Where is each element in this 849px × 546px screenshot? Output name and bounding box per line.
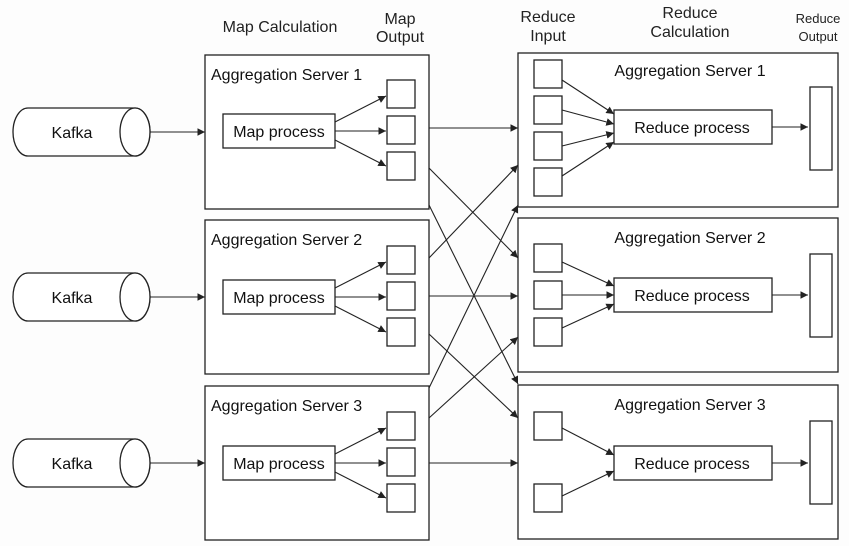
- header-map-output-line2: Output: [376, 29, 425, 46]
- kafka-label: Kafka: [52, 290, 93, 307]
- reduce-process-label: Reduce process: [634, 288, 750, 305]
- map-output-box: [386, 245, 416, 275]
- kafka-source-1: Kafka: [12, 107, 151, 157]
- kafka-label: Kafka: [52, 456, 93, 473]
- reduce-process-box: [613, 445, 773, 481]
- shuffle-connections: [428, 124, 519, 467]
- map-server-title: Aggregation Server 1: [211, 67, 362, 84]
- kafka-source-2: Kafka: [12, 272, 151, 322]
- map-output-box: [386, 79, 416, 109]
- header-map-output-line1: Map: [384, 11, 415, 28]
- map-server-title: Aggregation Server 3: [211, 398, 362, 415]
- reduce-process-label: Reduce process: [634, 120, 750, 137]
- map-output-box: [386, 447, 416, 477]
- reduce-server-title: Aggregation Server 2: [614, 230, 765, 247]
- header-reduce-calculation-line1: Reduce: [662, 5, 717, 22]
- map-server-3: Aggregation Server 3 Map process: [204, 385, 430, 541]
- reduce-process-label: Reduce process: [634, 456, 750, 473]
- map-server-2: Aggregation Server 2 Map process: [204, 219, 430, 375]
- reduce-input-box: [533, 59, 563, 89]
- map-server-title: Aggregation Server 2: [211, 232, 362, 249]
- map-output-box: [386, 317, 416, 347]
- reduce-output-box: [809, 420, 833, 505]
- reduce-input-box: [533, 131, 563, 161]
- map-process-label: Map process: [233, 290, 325, 307]
- map-process-box: [222, 113, 336, 149]
- reduce-input-box: [533, 411, 563, 441]
- reduce-input-box: [533, 483, 563, 513]
- reduce-process-box: [613, 277, 773, 313]
- reduce-server-2: Aggregation Server 2 Reduce process: [517, 217, 839, 373]
- reduce-server-1: Aggregation Server 1 Reduce process: [517, 52, 839, 208]
- kafka-source-3: Kafka: [12, 438, 151, 488]
- reduce-input-box: [533, 167, 563, 197]
- map-process-label: Map process: [233, 456, 325, 473]
- header-map-calculation: Map Calculation: [223, 19, 338, 36]
- reduce-server-title: Aggregation Server 1: [614, 63, 765, 80]
- map-server-1: Aggregation Server 1 Map process: [204, 54, 430, 210]
- map-output-box: [386, 411, 416, 441]
- header-reduce-input-line2: Input: [530, 28, 566, 45]
- map-output-box: [386, 115, 416, 145]
- map-process-label: Map process: [233, 124, 325, 141]
- header-reduce-calculation-line2: Calculation: [650, 24, 729, 41]
- map-output-box: [386, 151, 416, 181]
- map-output-box: [386, 483, 416, 513]
- map-process-box: [222, 445, 336, 481]
- reduce-input-box: [533, 95, 563, 125]
- reduce-server-title: Aggregation Server 3: [614, 397, 765, 414]
- reduce-input-box: [533, 243, 563, 273]
- reduce-input-box: [533, 317, 563, 347]
- header-reduce-output-line2: Output: [798, 29, 837, 44]
- header-reduce-output-line1: Reduce: [796, 11, 841, 26]
- reduce-server-3: Aggregation Server 3 Reduce process: [517, 384, 839, 540]
- reduce-output-box: [809, 253, 833, 338]
- map-output-box: [386, 281, 416, 311]
- reduce-output-box: [809, 86, 833, 171]
- reduce-process-box: [613, 109, 773, 145]
- map-process-box: [222, 279, 336, 315]
- reduce-input-box: [533, 280, 563, 310]
- header-reduce-input-line1: Reduce: [520, 9, 575, 26]
- kafka-label: Kafka: [52, 125, 93, 142]
